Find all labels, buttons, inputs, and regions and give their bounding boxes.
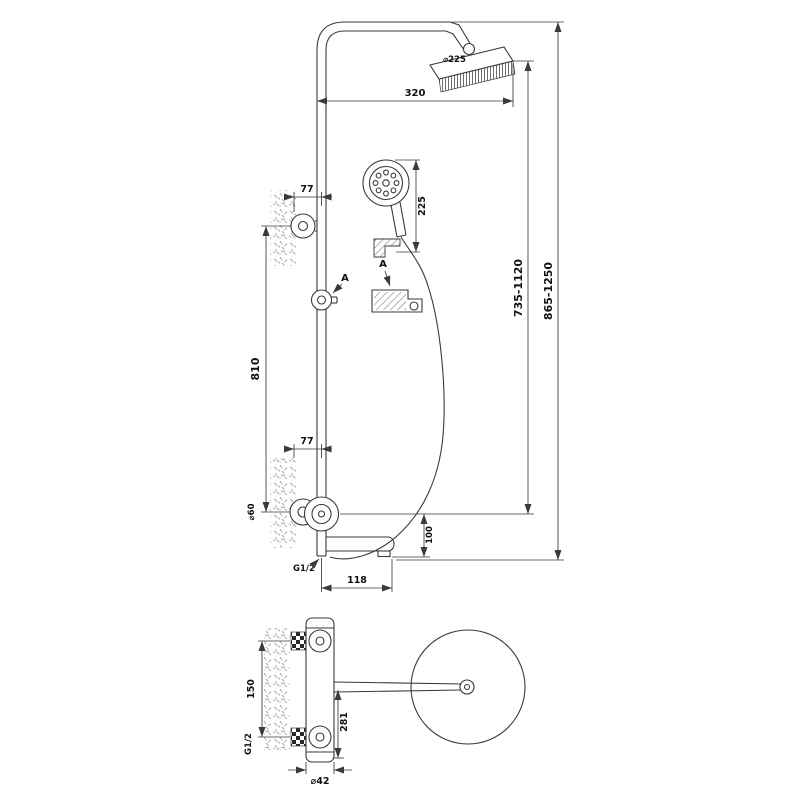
dim-label-head-projection: 281 xyxy=(339,712,350,732)
holder-clamp-detail xyxy=(371,289,423,313)
dim-label-handshower-length: 225 xyxy=(417,196,428,216)
dim-upper-bracket-depth: 77 xyxy=(284,184,332,212)
dim-label-overall-height: 865-1250 xyxy=(542,262,555,320)
hand-shower-holder xyxy=(373,238,401,258)
dim-label-bar-length: 810 xyxy=(249,357,262,380)
dim-riser-height-range: 735-1120 xyxy=(340,60,534,515)
dim-head-reach: 320 xyxy=(317,63,514,107)
front-elevation-view: 865-1250 735-1120 810 xyxy=(247,21,564,592)
upper-wall-bracket xyxy=(290,213,317,239)
overhead-shower-head: ⌀225 xyxy=(429,46,516,93)
wall-surface-plan xyxy=(264,628,290,750)
overhead-shower-arm xyxy=(445,21,476,56)
hand-shower xyxy=(362,159,410,238)
riser-pipe xyxy=(316,21,450,557)
dim-head-projection: 281 xyxy=(334,690,350,759)
dim-label-inlet-spacing: 150 xyxy=(246,679,257,699)
plan-view: 150 G1/2 281 ⌀42 xyxy=(244,617,526,787)
label-outlet-thread: G1/2 xyxy=(293,558,320,574)
section-marker-a-holder: A xyxy=(379,259,391,287)
marker-a2-label: A xyxy=(379,259,387,270)
slider-on-pipe xyxy=(310,289,338,311)
marker-a1-label: A xyxy=(341,273,349,284)
label-inlet-thread-plan: G1/2 xyxy=(244,733,254,755)
dim-inlet-spacing: 150 xyxy=(246,640,290,738)
outlet-thread-text: G1/2 xyxy=(293,564,315,574)
dim-label-upper-bracket-depth: 77 xyxy=(300,184,313,195)
dim-bar-length: 810 xyxy=(249,225,291,513)
dim-overall-height-range: 865-1250 xyxy=(396,21,564,561)
shower-arm-plan xyxy=(333,679,475,695)
label-head-diameter: ⌀225 xyxy=(443,55,466,65)
mixer-body xyxy=(303,496,395,558)
spout-aerator xyxy=(377,550,391,558)
mixer-bar-plan xyxy=(305,617,335,763)
wall-surface-lower xyxy=(270,458,296,548)
shower-head-body xyxy=(429,46,514,80)
ball-joint xyxy=(462,42,476,56)
inlet-lower xyxy=(290,725,332,749)
dim-lower-bracket-depth: 77 xyxy=(284,436,332,458)
dim-body-diameter: ⌀42 xyxy=(288,762,352,787)
dim-spout-reach: 118 xyxy=(321,558,393,592)
section-marker-a-slider: A xyxy=(332,273,349,294)
shower-hose xyxy=(329,236,445,560)
dim-handshower-length: 225 xyxy=(395,159,428,253)
dim-label-spout-reach: 118 xyxy=(347,575,367,586)
dim-spout-drop: 100 xyxy=(392,514,435,558)
dim-label-body-diameter: ⌀42 xyxy=(311,776,330,787)
dim-label-spout-drop: 100 xyxy=(425,526,435,544)
inlet-upper xyxy=(290,629,332,653)
dim-label-lower-bracket-depth: 77 xyxy=(300,436,313,447)
label-flange-diameter: ⌀60 xyxy=(247,503,257,520)
shower-head-plan xyxy=(410,629,526,745)
dim-label-riser-height: 735-1120 xyxy=(512,259,525,317)
dim-label-head-reach: 320 xyxy=(405,88,426,99)
